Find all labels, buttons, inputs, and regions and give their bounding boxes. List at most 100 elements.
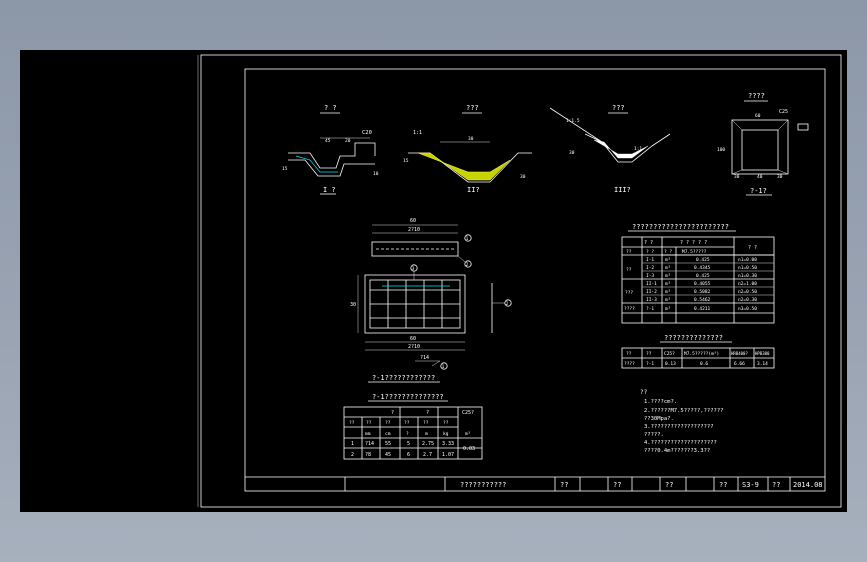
table2-r5-c2: II-2 bbox=[646, 289, 657, 295]
view4-dim-2: 100 bbox=[717, 147, 725, 153]
table1-h2-5: ?? bbox=[423, 420, 429, 426]
table2-r6-c4: 0.5462 bbox=[694, 297, 711, 303]
notes-line-2: 2.??????M7.5?????,?????? bbox=[644, 408, 723, 414]
table2-r4-c1: ??? bbox=[625, 290, 633, 296]
table3-r-3: 0.13 bbox=[665, 361, 676, 367]
table2-r7-c4: 0.4211 bbox=[694, 306, 711, 312]
table2-h-1: ? ? bbox=[644, 240, 653, 246]
table2-r6-c3: m³ bbox=[665, 297, 671, 303]
table-3: ?????????????? ?? ?? C25? M7.5?????(m³) … bbox=[621, 334, 775, 369]
table3-h-6: HPB300 bbox=[755, 351, 770, 356]
table1-r2-c3: 45 bbox=[385, 452, 391, 458]
table2-r6-c5: n2=0.30 bbox=[738, 297, 757, 303]
table1-r2-c4: 6 bbox=[407, 452, 410, 458]
table3-r-4: 0.6 bbox=[700, 361, 708, 367]
table1-h2-6: ?? bbox=[443, 420, 449, 426]
table2-r7-c5: n3=0.50 bbox=[738, 306, 757, 312]
table2-r7-c3: m³ bbox=[665, 306, 671, 312]
table2-r2-c4: 0.4345 bbox=[694, 265, 711, 271]
view3-dim-2: 1:1 bbox=[634, 146, 642, 152]
view2-label: II? bbox=[467, 186, 480, 194]
view2-note: 1:1 bbox=[413, 130, 422, 136]
table2-r3-c4: 0.425 bbox=[696, 273, 710, 279]
table2-r4-c3: m³ bbox=[665, 281, 671, 287]
table2-r1-c1: ?? bbox=[626, 267, 632, 273]
view4-dim-3: 30 bbox=[734, 174, 740, 180]
table2-r3-c2: I-3 bbox=[646, 273, 654, 279]
table1-r2-c5: 2.7 bbox=[423, 452, 432, 458]
table1-h2-3: ?? bbox=[385, 420, 391, 426]
table2-sh-1: ?? bbox=[626, 249, 632, 255]
table2-r1-c2: I-1 bbox=[646, 257, 654, 263]
view1-dim-2: 20 bbox=[345, 138, 351, 144]
table2-r2-c2: I-2 bbox=[646, 265, 654, 271]
view3-hatch bbox=[593, 139, 649, 159]
table1-r1-c3: 55 bbox=[385, 441, 391, 447]
table2-r4-c2: II-1 bbox=[646, 281, 657, 287]
notes-line-1: 1.????cm?. bbox=[644, 399, 677, 405]
view1-label: I ? bbox=[323, 186, 336, 194]
view4-dim-4: 40 bbox=[757, 174, 763, 180]
drawing-date: 2014.08 bbox=[793, 481, 823, 489]
plan-dim-bottom2: 2?10 bbox=[408, 344, 420, 350]
outer-frame bbox=[200, 54, 842, 508]
notes-line-3: ??30Mpa?. bbox=[644, 416, 674, 422]
view2-dim-2: 15 bbox=[403, 158, 409, 164]
plan-dim-side: 30 bbox=[350, 302, 356, 308]
drawing-canvas: ? ? C20 45 20 15 10 I ? ??? 1:1 30 15 30… bbox=[197, 54, 842, 508]
table3-r-5: 6.66 bbox=[734, 361, 745, 367]
inner-frame bbox=[244, 68, 826, 492]
plan-dim-top: 60 bbox=[410, 218, 416, 224]
table2-r5-c3: m³ bbox=[665, 289, 671, 295]
view4-dim-1: 60 bbox=[755, 113, 761, 119]
table3-h-3: C25? bbox=[664, 351, 675, 357]
table2-r5-c4: 0.5082 bbox=[694, 289, 711, 295]
view1-dim-4: 10 bbox=[373, 171, 379, 177]
table2-r2-c3: m³ bbox=[665, 265, 671, 271]
notes: ?? 1.????cm?. 2.??????M7.5?????,?????? ?… bbox=[640, 389, 723, 454]
title-block-field-1: ?? bbox=[560, 481, 568, 489]
plan-dim-bottom: 60 bbox=[410, 336, 416, 342]
table1-r2-c6: 1.07 bbox=[442, 452, 454, 458]
view1-dim-top: C20 bbox=[362, 130, 372, 136]
table-2: ??????????????????????? ? ? ? ? ? ? ? ? … bbox=[621, 223, 775, 324]
plan-callout-1: 1 bbox=[466, 236, 469, 242]
view4-dim-5: 30 bbox=[777, 174, 783, 180]
table1-r1-c2: ?14 bbox=[365, 441, 374, 447]
table1-r2-c1: 2 bbox=[351, 452, 354, 458]
plan-callout-3: 3 bbox=[412, 266, 415, 272]
table2-r4-c5: n2=1.00 bbox=[738, 281, 757, 287]
table1-h2-4: ?? bbox=[404, 420, 410, 426]
table1-h2-2: ?? bbox=[366, 420, 372, 426]
view2-hatch bbox=[417, 152, 511, 181]
table1-u-4: ? bbox=[406, 431, 409, 437]
view-2: ??? 1:1 30 15 30 II? bbox=[403, 104, 532, 194]
title-block: ??????????? ?? ?? ?? ?? S3-9 ?? 2014.08 bbox=[245, 476, 825, 491]
table2-sh-2: ? ? bbox=[646, 249, 654, 255]
rebar-plan: 60 2?10 1 2 3 30 2 60 2?10 ?14 bbox=[350, 218, 512, 383]
view3-dim-1: 1:1.5 bbox=[566, 118, 580, 124]
table2-r1-c4: 0.425 bbox=[696, 257, 710, 263]
table1-u-2: mm bbox=[365, 432, 371, 437]
table2-r2-c5: n1=0.50 bbox=[738, 265, 757, 271]
plan-dim-top2: 2?10 bbox=[408, 227, 420, 233]
view1-dim-3: 15 bbox=[282, 166, 288, 172]
table1-r1-c4: 5 bbox=[407, 441, 410, 447]
view2-dim-1: 30 bbox=[468, 136, 474, 142]
cad-viewport[interactable]: ? ? C20 45 20 15 10 I ? ??? 1:1 30 15 30… bbox=[20, 50, 847, 512]
table1-h1-2: ? bbox=[391, 410, 394, 416]
view3-dim-3: 30 bbox=[569, 150, 575, 156]
title-block-title: ??????????? bbox=[460, 481, 506, 489]
table3-title: ?????????????? bbox=[664, 334, 723, 342]
table1-r2-c2: ?8 bbox=[365, 452, 371, 458]
table1-r1-c7: 0.03 bbox=[463, 446, 475, 452]
table2-h-2: ? ? ? ? ? bbox=[680, 240, 707, 246]
table2-r3-c5: n1=0.30 bbox=[738, 273, 757, 279]
title-block-field-3: ?? bbox=[665, 481, 673, 489]
plan-callout-2: 2 bbox=[466, 262, 469, 268]
view-3: ??? 1:1.5 1:1 30 III? bbox=[549, 104, 671, 194]
table1-u-3: cm bbox=[385, 432, 391, 437]
notes-line-6: 4.???????????????????? bbox=[644, 440, 717, 446]
table3-h-4: M7.5?????(m³) bbox=[684, 351, 719, 357]
table3-h-2: ?? bbox=[646, 351, 652, 357]
